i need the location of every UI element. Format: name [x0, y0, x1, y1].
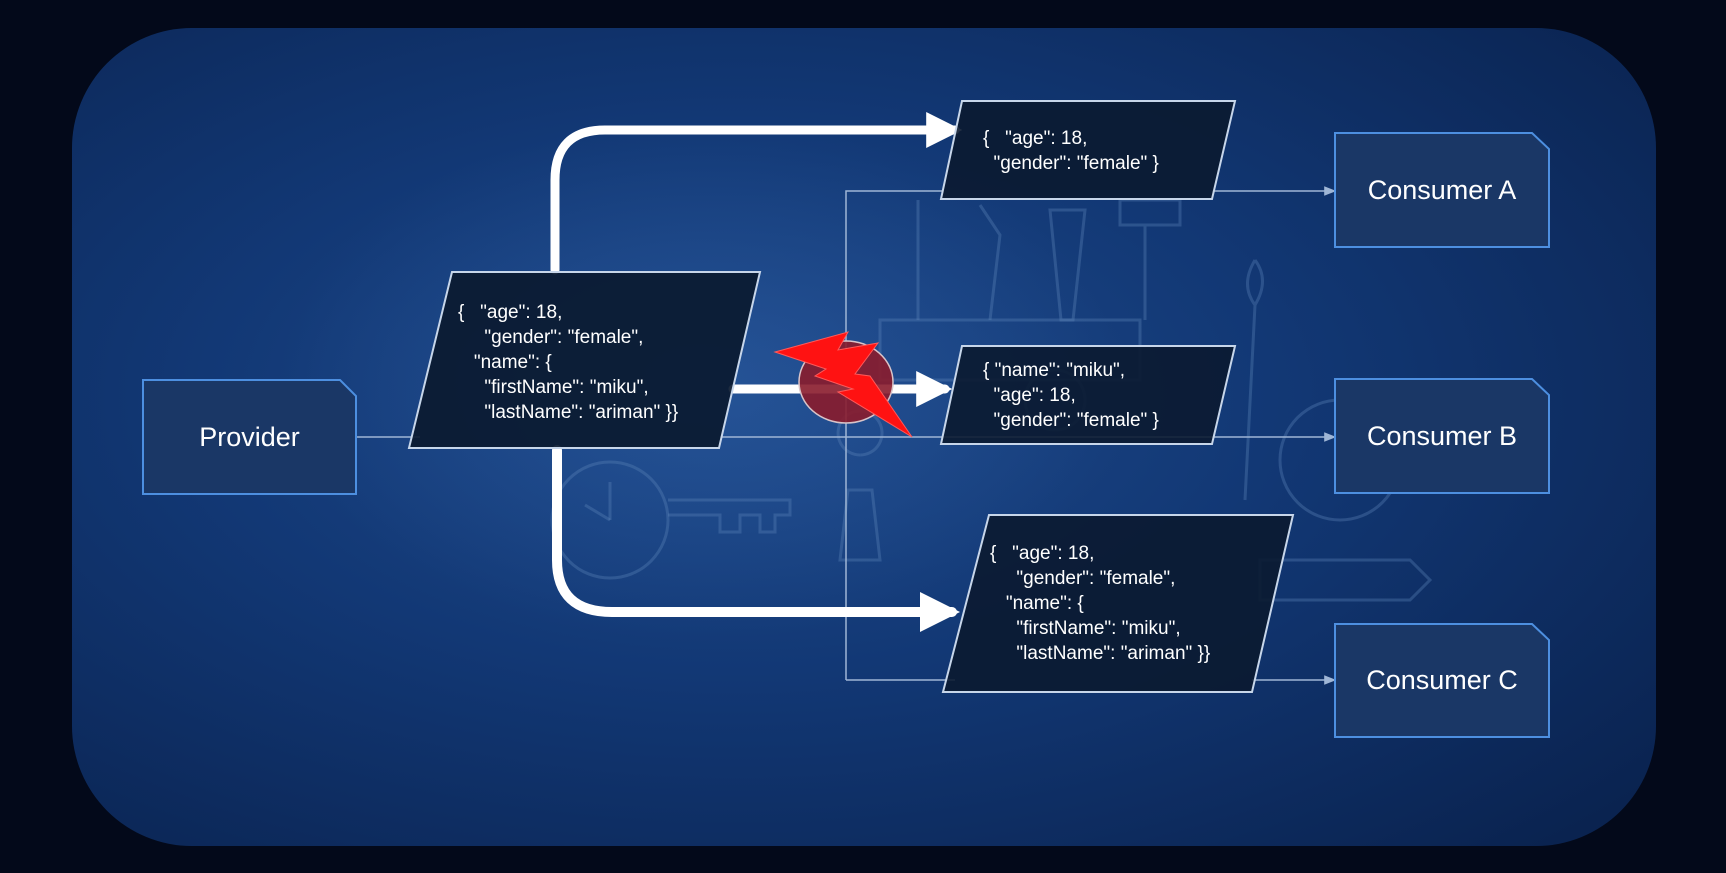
key-sketch-icon — [668, 498, 792, 534]
provider-box[interactable] — [142, 379, 357, 495]
consumer-c-box[interactable] — [1334, 623, 1550, 738]
consumer-a-label: Consumer A — [1367, 174, 1517, 205]
message-box-b — [939, 345, 1237, 445]
flow-arrow-to-message-a — [550, 112, 963, 275]
message-box-a — [939, 100, 1237, 200]
wrench-sketch-icon — [978, 204, 1002, 321]
consumer-b-box[interactable] — [1334, 378, 1550, 494]
connector-bus-vertical — [845, 190, 943, 680]
message-a-text: { "age": 18, "gender": "female" } — [983, 128, 1159, 174]
provider-payload-text: { "age": 18, "gender": "female", "name":… — [458, 302, 679, 423]
message-b-text: { "name": "miku", "age": 18, "gender": "… — [983, 360, 1159, 431]
paintbrush-sketch-icon — [1243, 259, 1264, 501]
message-box-c — [941, 514, 1295, 693]
provider-payload-box — [407, 271, 762, 449]
provider-label: Provider — [199, 421, 300, 452]
lightning-bolt-icon — [773, 331, 913, 438]
pliers-sketch-icon — [1048, 208, 1087, 322]
consumer-a-box[interactable] — [1334, 132, 1550, 248]
consumer-b-label: Consumer B — [1366, 420, 1518, 451]
consumer-c-label: Consumer C — [1366, 665, 1518, 695]
message-c-text: { "age": 18, "gender": "female", "name":… — [990, 543, 1211, 664]
flow-arrow-to-message-c — [552, 445, 960, 632]
